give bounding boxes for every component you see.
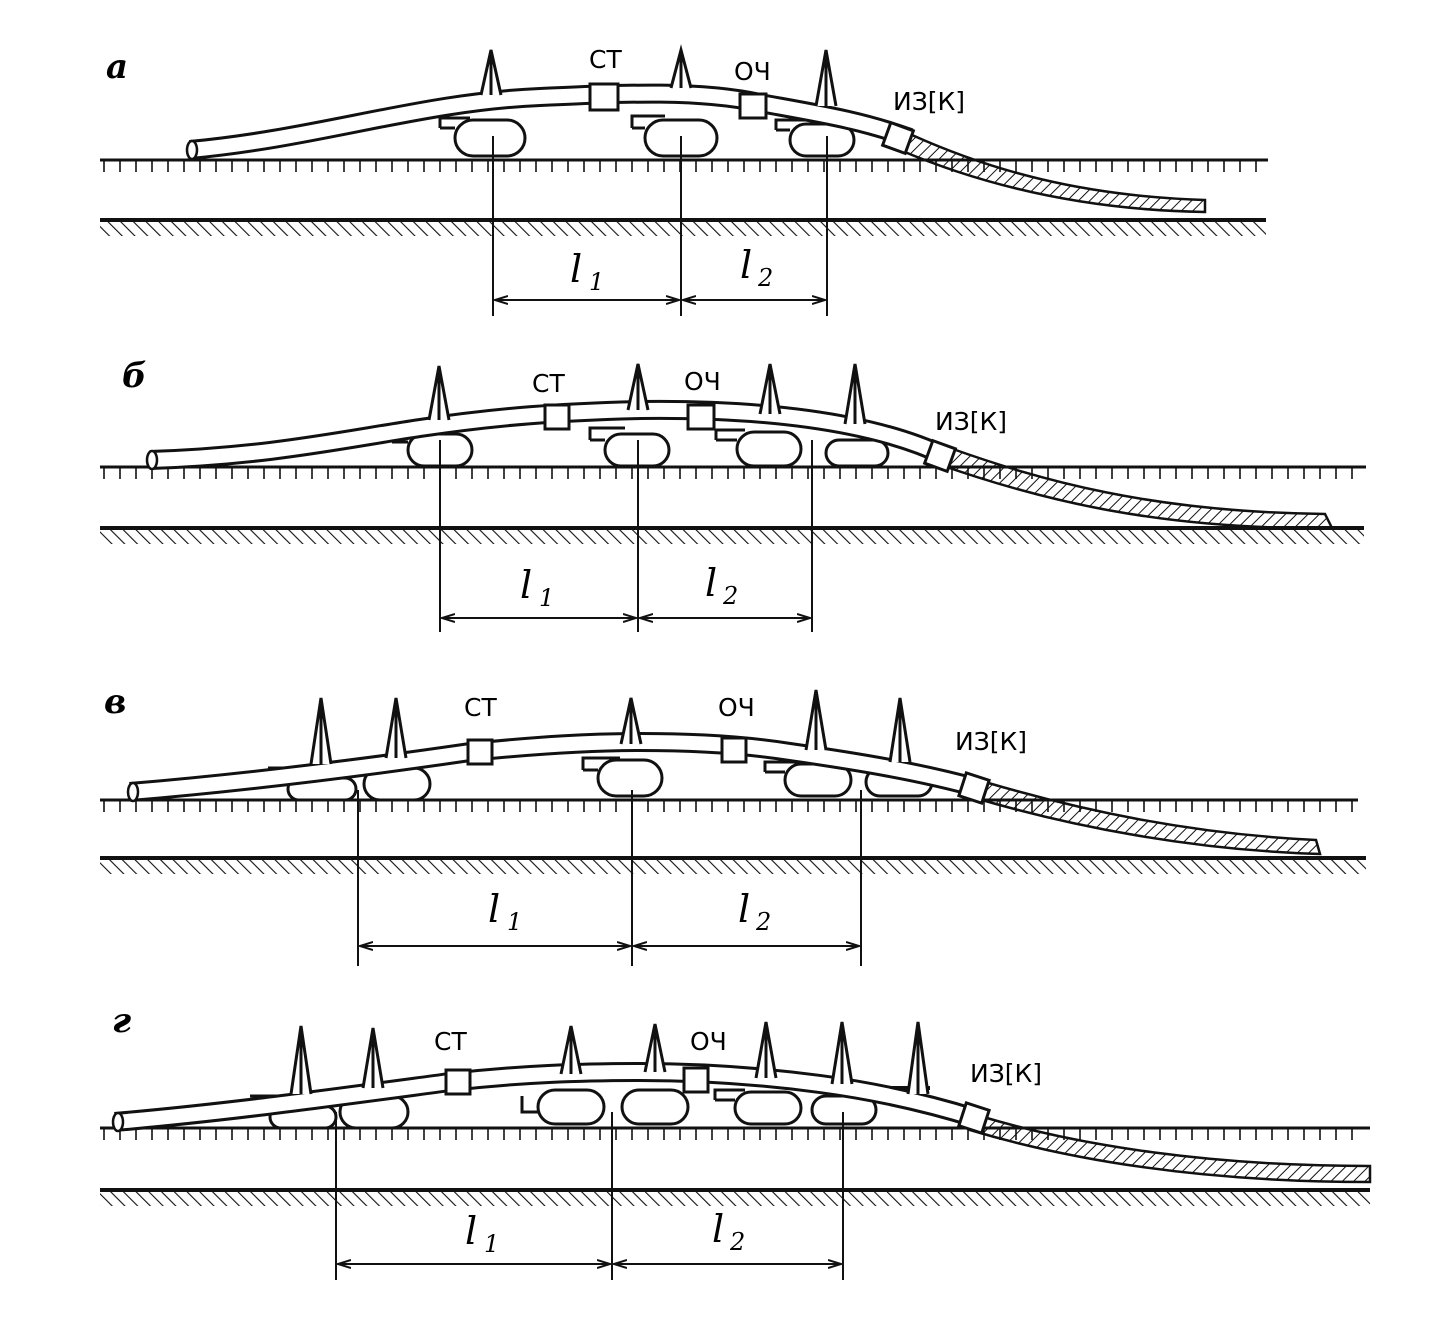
insulating-machine <box>880 120 916 156</box>
dimension-lines <box>492 136 828 316</box>
pipeline-string <box>111 1061 978 1133</box>
panel-d: г <box>100 1001 1372 1280</box>
iz-label: ИЗ[К] <box>970 1059 1042 1088</box>
l1-subscript: 1 <box>539 584 554 612</box>
insulated-pipe <box>935 446 1335 530</box>
st-label: СТ <box>464 693 497 722</box>
pipelayer-tractors <box>390 426 890 468</box>
primer-machine <box>682 1066 710 1094</box>
och-label: ОЧ <box>684 367 721 396</box>
l2-subscript: 2 <box>757 264 773 292</box>
insulating-machine <box>956 770 992 806</box>
insulating-machine <box>922 438 958 474</box>
l2-subscript: 2 <box>722 582 738 610</box>
cleaning-machine <box>444 1068 472 1096</box>
st-label: СТ <box>532 369 565 398</box>
l1-label: l <box>520 563 532 607</box>
trench-bottom <box>100 526 1364 544</box>
primer-machine <box>738 92 768 120</box>
panel-c: в <box>100 682 1366 966</box>
panel-a: а <box>100 44 1268 316</box>
insulating-machine <box>956 1100 992 1136</box>
panel-b-letter: б <box>122 356 147 396</box>
ground-surface <box>100 158 1268 172</box>
st-label: СТ <box>434 1027 467 1056</box>
primer-machine <box>686 403 716 431</box>
pipelayer-booms <box>427 363 867 425</box>
l1-label: l <box>488 887 500 931</box>
iz-label: ИЗ[К] <box>893 87 965 116</box>
pipeline-string <box>145 399 950 471</box>
l1-subscript: 1 <box>507 908 522 936</box>
l2-subscript: 2 <box>729 1228 745 1256</box>
cleaning-machine <box>543 403 571 431</box>
l1-label: l <box>570 247 582 291</box>
och-label: ОЧ <box>718 693 755 722</box>
dimension-lines <box>439 440 813 632</box>
pipelayer-booms <box>479 44 838 107</box>
l2-subscript: 2 <box>755 908 771 936</box>
trench-bottom <box>100 856 1366 874</box>
pipelayer-booms <box>309 689 912 765</box>
och-label: ОЧ <box>734 57 771 86</box>
insulated-pipe <box>897 133 1207 214</box>
l2-label: l <box>740 243 752 287</box>
trench-bottom <box>100 1188 1370 1206</box>
l2-label: l <box>712 1207 724 1251</box>
l1-label: l <box>465 1209 477 1253</box>
primer-machine <box>720 736 748 764</box>
pipeline-string <box>126 731 981 803</box>
l2-label: l <box>738 887 750 931</box>
ground-surface <box>100 798 1358 812</box>
dimension-lines <box>357 790 862 966</box>
och-label: ОЧ <box>690 1027 727 1056</box>
l1-subscript: 1 <box>589 268 604 296</box>
insulated-pipe <box>967 1114 1372 1184</box>
l1-subscript: 1 <box>484 1230 499 1258</box>
pipelayer-tractors <box>438 114 856 158</box>
trench-bottom <box>100 218 1266 236</box>
panel-b: б <box>100 356 1366 632</box>
cleaning-machine <box>466 738 494 766</box>
l2-label: l <box>705 561 717 605</box>
panel-c-letter: в <box>104 682 126 722</box>
pipelayer-booms <box>289 1021 930 1095</box>
panel-d-letter: г <box>112 1001 131 1041</box>
iz-label: ИЗ[К] <box>955 727 1027 756</box>
dimension-lines <box>335 1112 844 1280</box>
st-label: СТ <box>589 45 622 74</box>
iz-label: ИЗ[К] <box>935 407 1007 436</box>
cleaning-machine <box>588 82 620 112</box>
ground-surface <box>100 1126 1370 1140</box>
panel-a-letter: а <box>106 47 128 87</box>
insulated-pipe <box>973 780 1322 856</box>
ground-surface <box>100 465 1366 479</box>
